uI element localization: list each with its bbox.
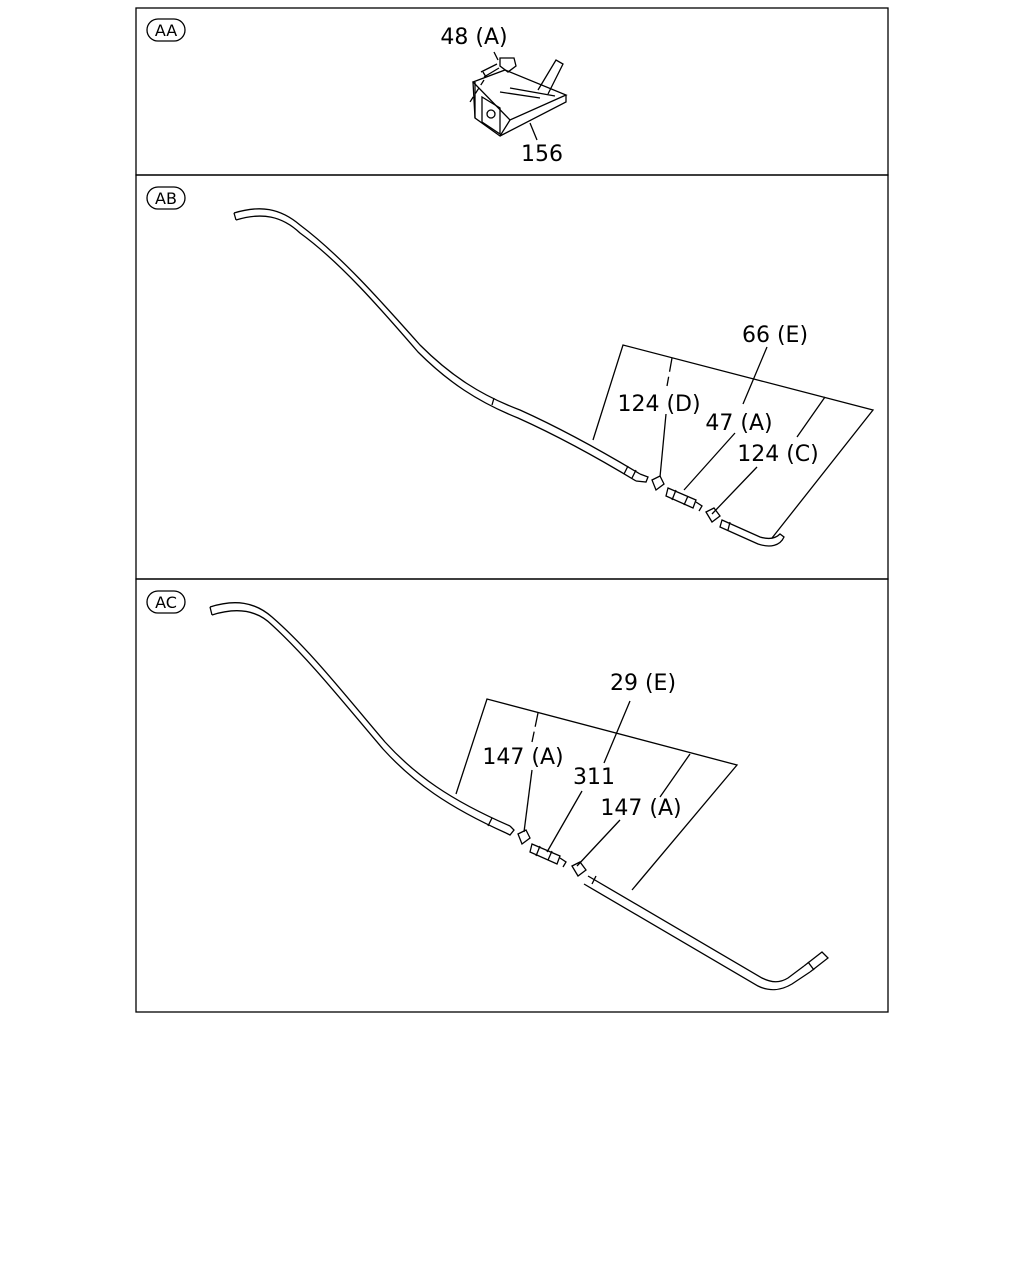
callout-147a-right: 147 (A) [600,796,681,821]
bolt-part [480,51,517,78]
panel-aa-tag-text: AA [155,21,177,40]
callout-124d: 124 (D) [617,392,700,417]
fuel-tube-end-ab [719,519,785,547]
panel-ac-tag-text: AC [155,593,177,612]
assembly-outline-ab [592,344,875,539]
callout-124c: 124 (C) [737,442,819,467]
panel-ab-tag: AB [146,186,186,210]
fitting-parts-ab [651,475,721,523]
panel-aa: AA 48 (A) 156 [135,7,889,176]
fuel-tube-ac [209,602,515,836]
panel-aa-tag: AA [146,18,186,42]
panel-ac-tag: AC [146,590,186,614]
assembly-outline-ac [455,698,739,891]
callout-47a: 47 (A) [705,411,772,436]
fuel-tube-end-ac [583,875,829,991]
fuel-tube-ab [233,208,649,483]
callout-156: 156 [521,142,563,167]
callout-147a-left: 147 (A) [482,745,563,770]
panel-ab-tag-text: AB [155,189,177,208]
bracket-part [469,59,568,141]
callout-48a: 48 (A) [440,25,507,50]
callout-29e: 29 (E) [610,671,676,696]
callout-311: 311 [573,765,615,790]
panel-ac-frame [135,578,889,1013]
callout-66e: 66 (E) [742,323,808,348]
fitting-parts-ac [517,829,587,877]
panel-ac: AC 29 (E) 147 (A) 311 147 (A) [135,578,889,1013]
panel-ab-frame [135,174,889,580]
panel-aa-frame [135,7,889,176]
panel-ab: AB 66 (E) 124 (D) 47 (A) 124 (C) [135,174,889,580]
